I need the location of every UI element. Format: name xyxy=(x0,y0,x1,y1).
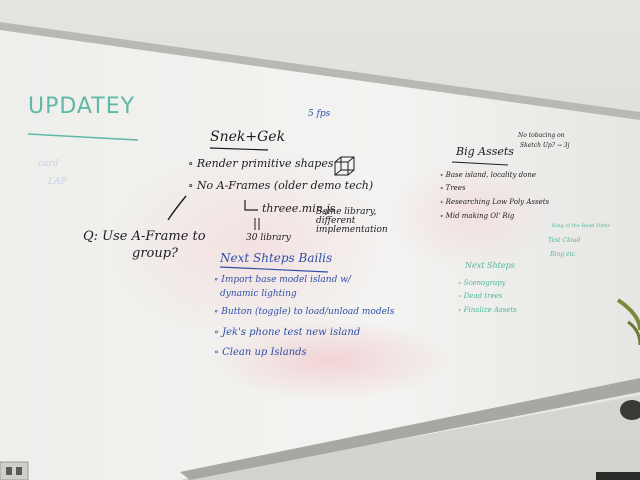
board-title: UPDATEY xyxy=(28,94,136,119)
bullet-next-1b: dynamic lighting xyxy=(220,289,297,299)
number-note: 30 library xyxy=(246,233,291,243)
bullet-next-2: ∘ Button (toggle) to load/unload models xyxy=(214,307,395,317)
top-right-note-2: Sketch Up? → 3j xyxy=(520,142,570,149)
bullet-assets-4: ∘ Mid making Ol' Rig xyxy=(440,212,515,220)
library-note: Same library, different implementation xyxy=(316,207,388,235)
section-assets-title: Big Assets xyxy=(456,145,514,158)
faint-note-2: LAP xyxy=(48,177,67,187)
section-main-title: Snek+Gek xyxy=(210,129,286,145)
question-line-2: group? xyxy=(132,246,179,261)
bullet-assets-1: ∘ Base island, locality done xyxy=(440,171,536,179)
bullet-assets-3: ∘ Researching Low Poly Assets xyxy=(440,198,550,206)
top-right-note-1: No tobacing on xyxy=(518,132,565,139)
bullet-next-1: ∘ Import base model island w/ xyxy=(214,275,351,285)
bullet-green-3: ∘ Finalize Assets xyxy=(458,306,517,314)
bullet-main-1: ∘ Render primitive shapes xyxy=(188,157,334,170)
question-line-1: Q: Use A-Frame to xyxy=(83,229,206,244)
right-note-2: Test Cloud xyxy=(548,237,581,244)
bullet-green-1: ∘ Scenograpy xyxy=(458,279,506,287)
bullet-next-4: ∘ Clean up Islands xyxy=(214,347,307,358)
bullet-main-2: ∘ No A-Frames (older demo tech) xyxy=(188,179,374,192)
three-js-line: threee.min.js xyxy=(262,202,336,215)
bullet-assets-2: ∘ Trees xyxy=(440,184,466,192)
faint-note-1: card xyxy=(38,159,59,169)
bullet-next-3: ∘ Jek's phone test new island xyxy=(214,327,361,338)
fps-note: 5 fps xyxy=(308,109,331,119)
section-green-title: Next Shteps xyxy=(465,261,515,270)
bullet-green-2: ∘ Dead trees xyxy=(458,292,503,300)
section-next-title: Next Shteps Bailis xyxy=(220,251,333,265)
right-note-3: Ring etc xyxy=(550,251,576,258)
right-note-1: King of the Road Paths xyxy=(552,223,611,229)
